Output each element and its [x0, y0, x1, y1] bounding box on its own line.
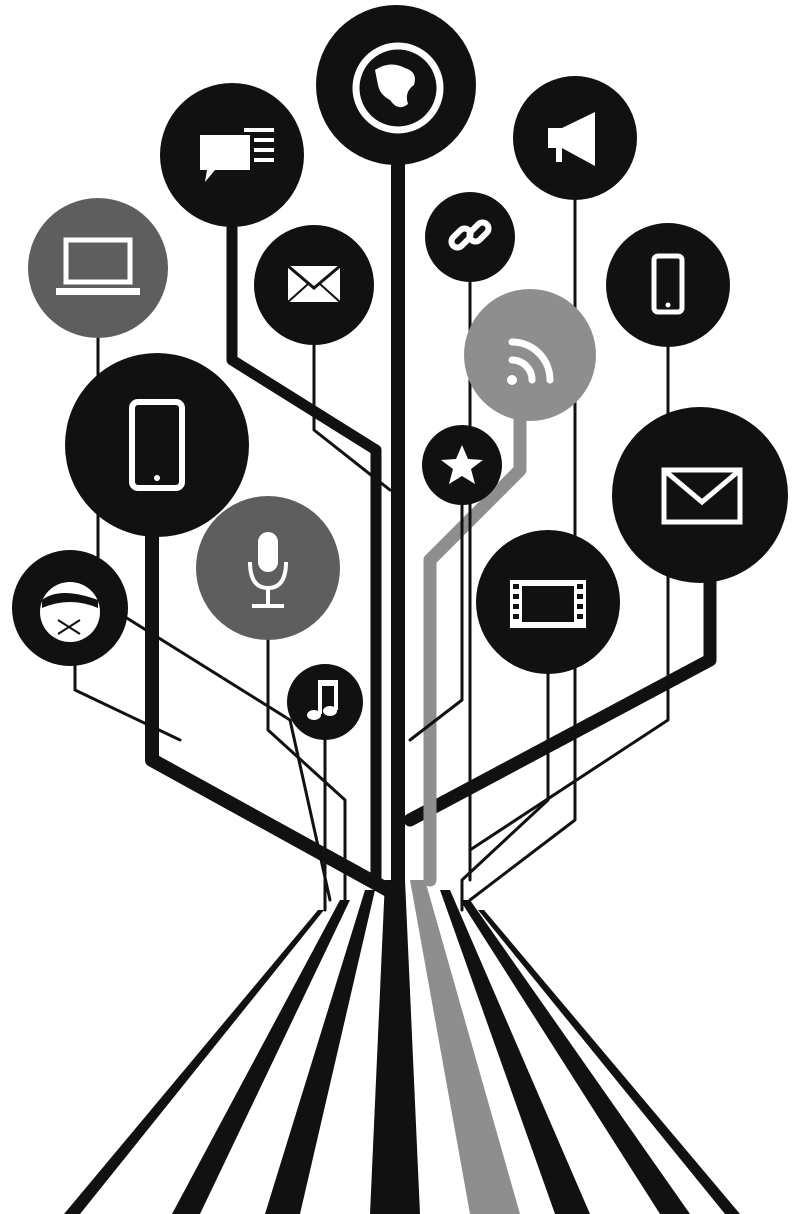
node-megaphone	[513, 76, 637, 200]
node-wifi	[464, 289, 596, 421]
node-music	[287, 664, 363, 740]
node-link	[425, 192, 515, 282]
node-star	[422, 425, 502, 505]
node-laptop	[28, 198, 168, 338]
film-strip-icon	[510, 580, 586, 628]
node-wifi-circle	[464, 289, 596, 421]
node-globe	[316, 5, 476, 165]
node-music-circle	[287, 664, 363, 740]
node-tablet-circle	[65, 353, 249, 537]
trunk-roots	[64, 880, 740, 1214]
node-microphone	[196, 496, 340, 640]
node-phone-circle	[606, 223, 730, 347]
node-mail-large-circle	[612, 407, 788, 583]
node-cloud-globe	[12, 550, 128, 666]
node-film	[476, 530, 620, 674]
cloud-globe-icon	[40, 582, 100, 642]
node-laptop-circle	[28, 198, 168, 338]
branch-cloud-globe	[75, 650, 180, 740]
node-mail-small	[254, 225, 374, 345]
node-mail-large	[612, 407, 788, 583]
envelope-icon	[288, 266, 340, 302]
trunk-root-center	[370, 880, 420, 1214]
node-chat	[160, 83, 304, 227]
node-tablet	[65, 353, 249, 537]
node-phone	[606, 223, 730, 347]
